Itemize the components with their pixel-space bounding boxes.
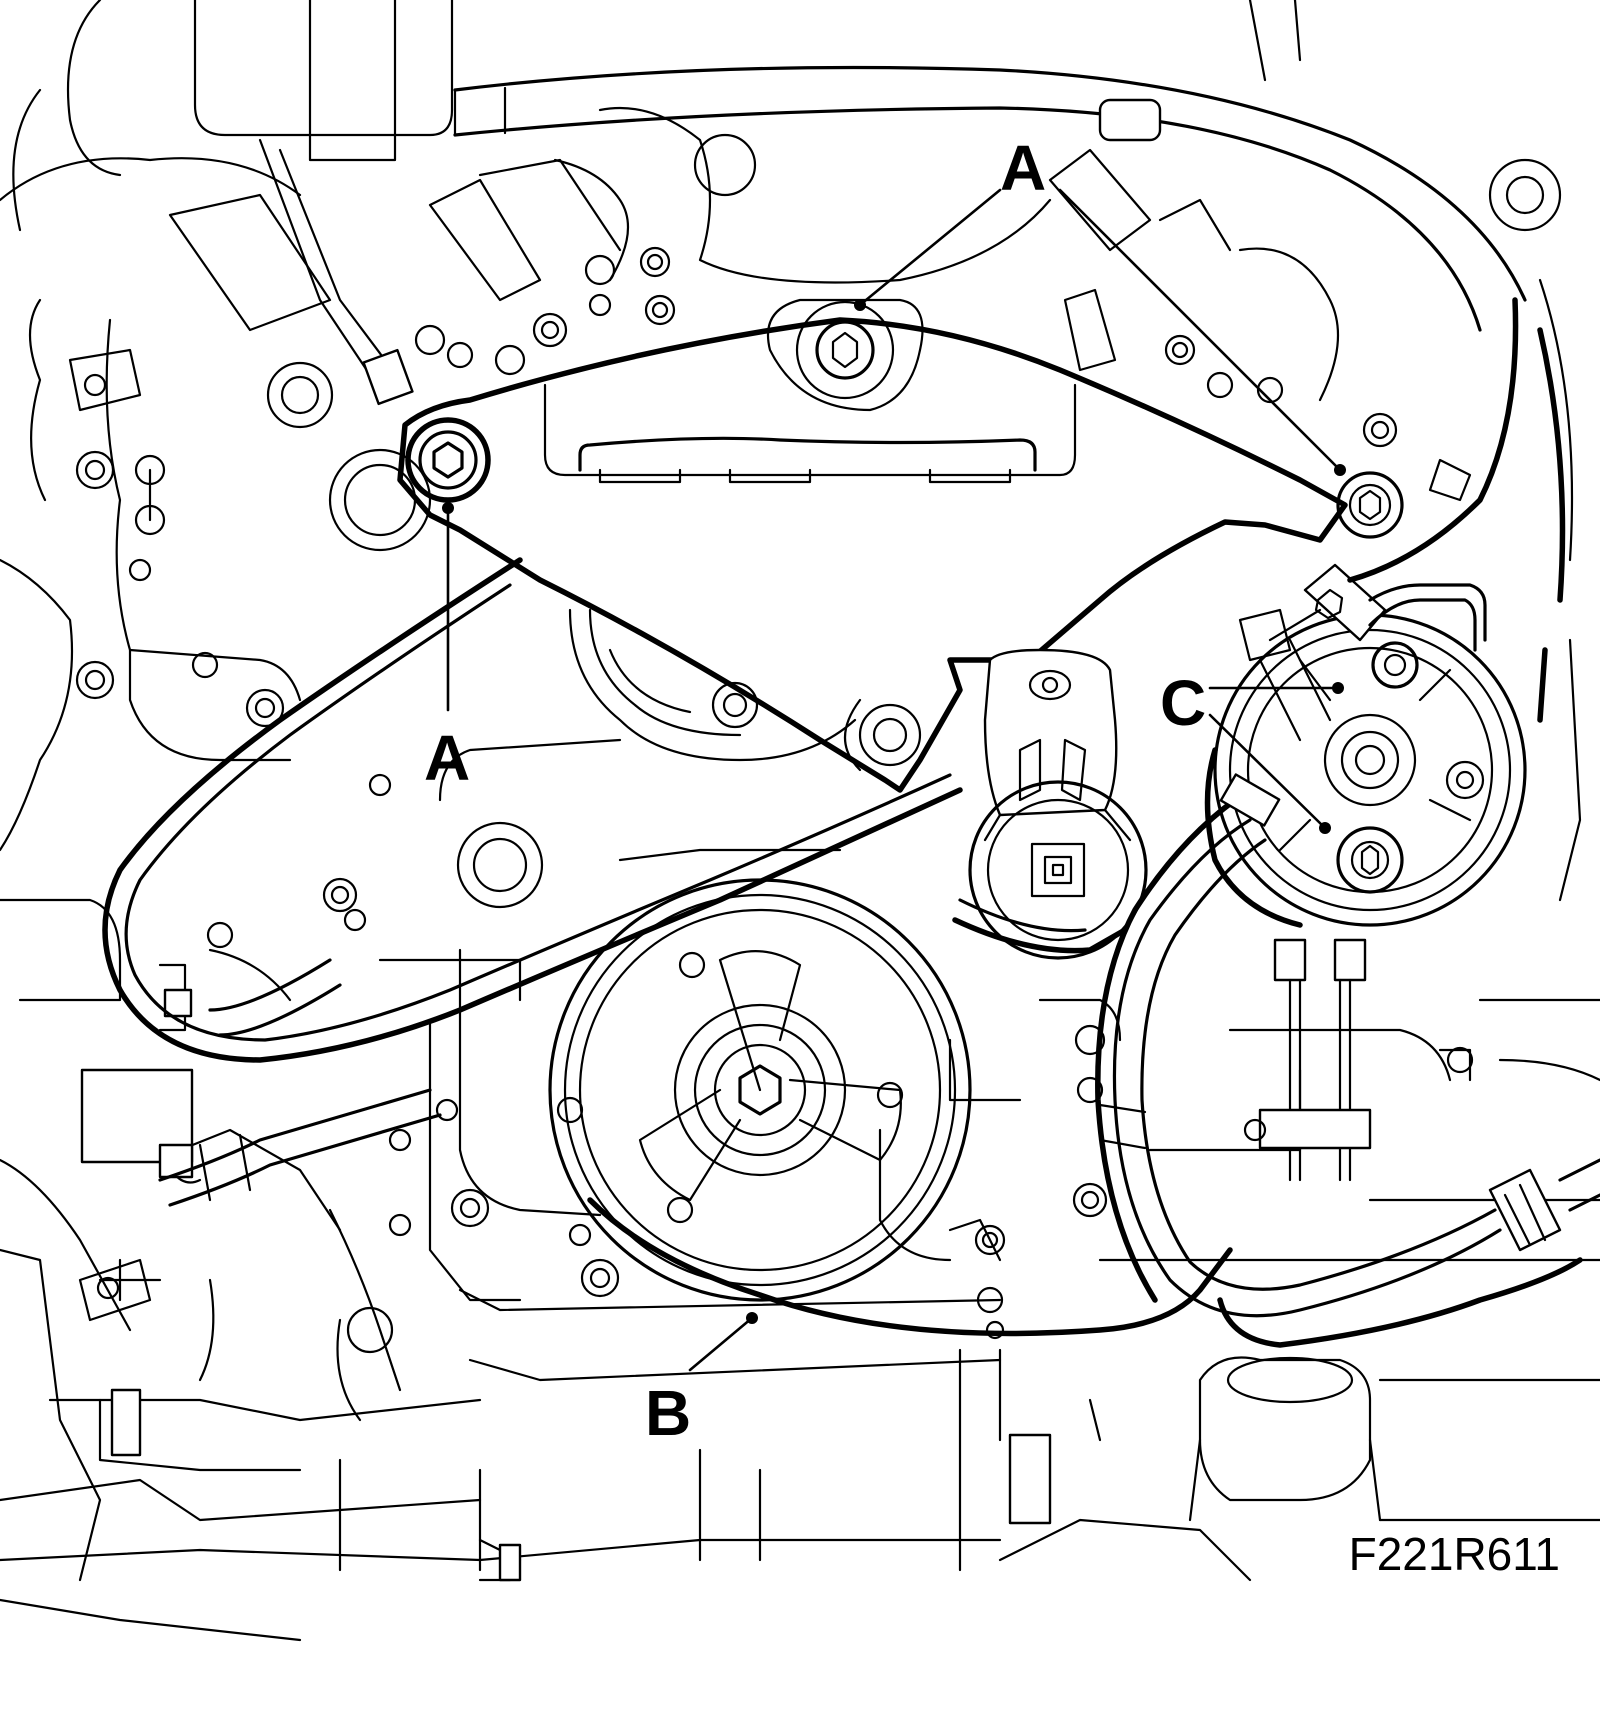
callout-a-left: A — [424, 722, 470, 794]
idler-pulley-upper — [568, 608, 922, 772]
bracket-bolts — [405, 417, 1404, 539]
ac-compressor-pulley — [1213, 563, 1527, 927]
belt-tensioner — [968, 648, 1148, 960]
engine-background — [0, 0, 1600, 1642]
accessory-belt — [102, 557, 1303, 1337]
upper-cover — [543, 298, 1077, 484]
figure-id: F221R611 — [1349, 1528, 1560, 1580]
callout-b: B — [645, 1377, 691, 1449]
coolant-hose-right — [1095, 297, 1600, 1348]
crankshaft-pulley — [548, 878, 972, 1302]
support-bracket — [397, 317, 1348, 793]
callout-a-top: A — [1000, 132, 1046, 204]
callout-leaders — [442, 188, 1346, 1372]
callout-c: C — [1160, 667, 1206, 739]
